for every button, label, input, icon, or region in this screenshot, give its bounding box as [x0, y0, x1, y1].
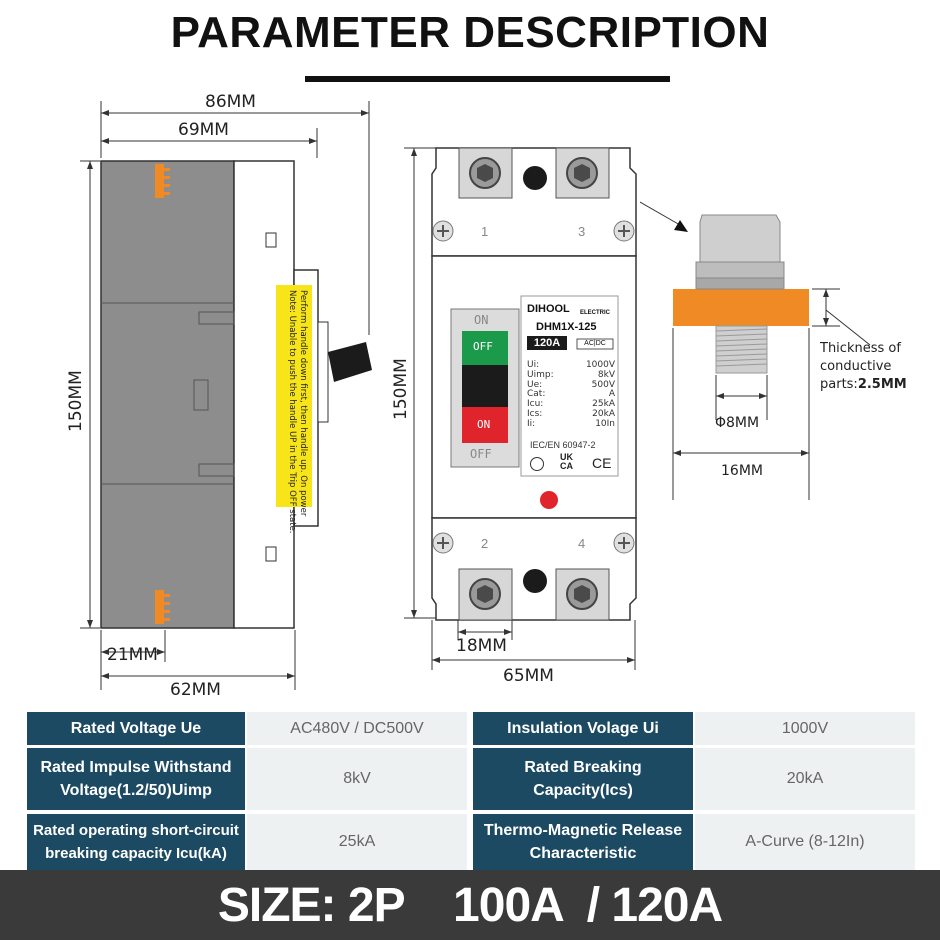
- table-header-cell: Thermo-Magnetic Release Characteristic: [473, 814, 693, 870]
- terminal-label-1: 1: [481, 224, 489, 239]
- table-value-cell: A-Curve (8-12In): [695, 814, 915, 870]
- terminal-label-3: 3: [578, 224, 586, 239]
- table-value-cell: 25kA: [247, 814, 467, 870]
- table-value-cell: 20kA: [695, 748, 915, 810]
- table-header-cell: Rated Voltage Ue: [27, 712, 245, 745]
- dim-69mm: 69MM: [178, 120, 229, 140]
- dim-62mm: 62MM: [170, 680, 221, 700]
- size-banner-text: SIZE: 2P 100A / 120A: [217, 878, 723, 932]
- dim-18mm: 18MM: [456, 636, 507, 656]
- switch-off-button-label: OFF: [473, 340, 493, 353]
- ccc-mark-icon: [530, 457, 544, 471]
- switch-on-top-label: ON: [474, 313, 489, 327]
- dim-86mm: 86MM: [205, 92, 256, 112]
- table-header-cell: Rated operating short-circuit breaking c…: [27, 814, 245, 870]
- ce-mark: CE: [592, 455, 612, 471]
- table-header-cell: Insulation Volage Ui: [473, 712, 693, 745]
- dim-16mm: 16MM: [721, 463, 763, 479]
- terminal-detail-diagram: [640, 201, 871, 500]
- dim-21mm: 21MM: [107, 645, 158, 665]
- rating-badge: 120A: [533, 337, 561, 349]
- dim-phi8mm: Φ8MM: [715, 415, 760, 431]
- table-value-cell: AC480V / DC500V: [247, 712, 467, 745]
- brand-name: DIHOOL: [527, 303, 570, 315]
- switch-on-button-label: ON: [477, 418, 491, 431]
- terminal-label-2: 2: [481, 536, 489, 551]
- table-value-cell: 8kV: [247, 748, 467, 810]
- standard-label: IEC/EN 60947-2: [530, 440, 596, 450]
- table-header-cell: Rated Breaking Capacity(Ics): [473, 748, 693, 810]
- thickness-note: Thickness of conductive parts:2.5MM: [820, 341, 907, 392]
- spec-row: Ii:10In: [527, 418, 615, 429]
- note-line-2: Perform handle down first, then handle u…: [298, 290, 308, 517]
- spec-row: Cat:A: [527, 389, 615, 400]
- side-view-diagram: Note: Unable to push the handle UP in th…: [80, 101, 372, 690]
- spec-row: Ics:20kA: [527, 408, 615, 419]
- table-value-cell: 1000V: [695, 712, 915, 745]
- spec-list: Ui:1000V Uimp:8kV Ue:500V Cat:A Icu:25kA…: [527, 360, 615, 430]
- acdc-badge: AC|DC: [584, 340, 606, 347]
- size-banner: SIZE: 2P 100A / 120A: [0, 870, 940, 940]
- spec-table: Rated Voltage Ue AC480V / DC500V Insulat…: [25, 710, 915, 870]
- front-view-diagram: [404, 147, 637, 670]
- note-line-1: Note: Unable to push the handle UP in th…: [287, 290, 297, 534]
- dim-150mm-front: 150MM: [391, 358, 411, 420]
- spec-row: Icu:25kA: [527, 399, 615, 410]
- page-title: PARAMETER DESCRIPTION: [170, 8, 770, 57]
- switch-off-bottom-label: OFF: [470, 447, 492, 461]
- terminal-label-4: 4: [578, 536, 586, 551]
- title-underline: [305, 76, 670, 82]
- spec-row: Ue:500V: [527, 379, 615, 390]
- brand-sub: ELECTRIC: [580, 310, 610, 316]
- dim-65mm: 65MM: [503, 666, 554, 686]
- spec-row: Uimp:8kV: [527, 369, 615, 380]
- dim-150mm-side: 150MM: [66, 370, 86, 432]
- table-header-cell: Rated Impulse Withstand Voltage(1.2/50)U…: [27, 748, 245, 810]
- model-number: DHM1X-125: [536, 321, 597, 333]
- spec-row: Ui:1000V: [527, 360, 615, 370]
